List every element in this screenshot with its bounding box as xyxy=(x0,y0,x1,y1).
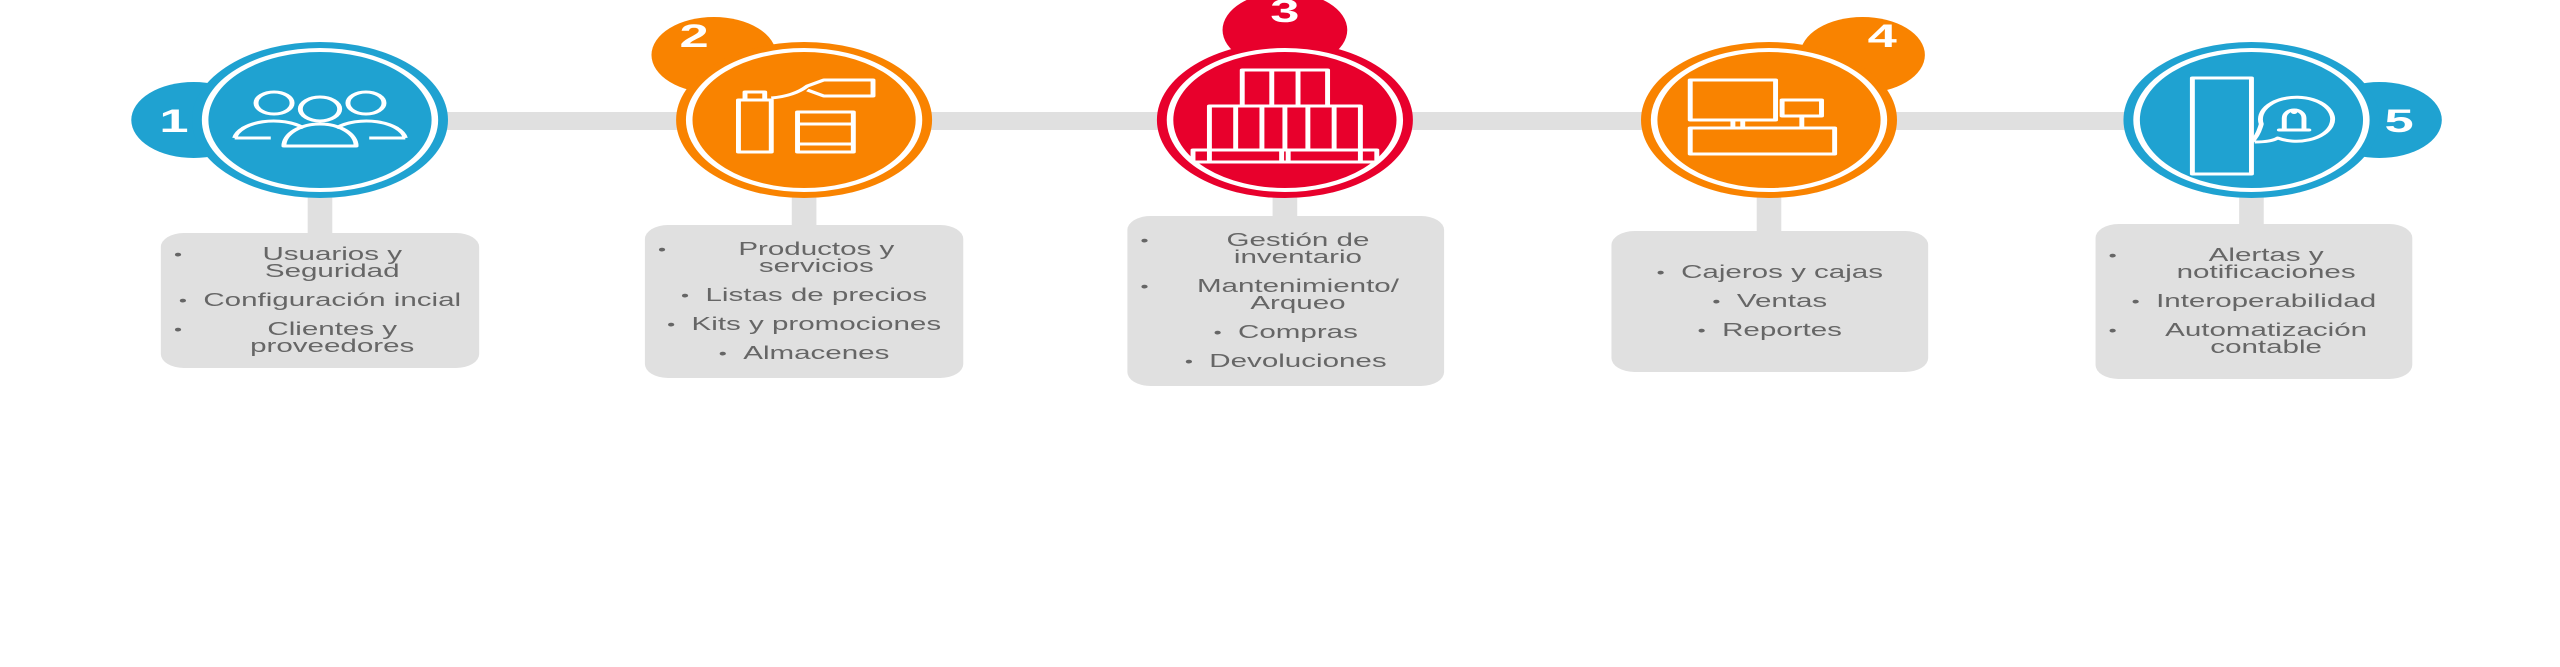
feature-list-item: • Kits y promociones xyxy=(667,314,942,334)
feature-list-item: • Compras xyxy=(1213,322,1358,342)
feature-label: Compras xyxy=(1238,322,1358,342)
bullet-icon: • xyxy=(173,246,182,262)
feature-list-item: • Listas de precios xyxy=(681,285,928,305)
bullet-icon: • xyxy=(718,345,727,361)
feature-list-item: • Reportes xyxy=(1697,320,1842,340)
products-icon xyxy=(735,78,876,154)
step-1: 1 xyxy=(131,42,448,235)
feature-label: Kits y promociones xyxy=(691,314,942,334)
bullet-icon: • xyxy=(658,241,667,257)
feature-list-item: • Usuarios y Seguridad xyxy=(173,244,466,281)
step-4: 4 xyxy=(1641,17,1925,233)
step-5: 5 xyxy=(2123,42,2442,226)
feature-list-item: • Cajeros y cajas xyxy=(1656,262,1883,282)
step-1-feature-box: • Usuarios y Seguridad • Configuración inci… xyxy=(160,233,480,368)
feature-label: Cajeros y cajas xyxy=(1681,262,1883,282)
step-number: 2 xyxy=(680,19,709,54)
step-number: 4 xyxy=(1868,19,1897,54)
feature-list-item: • Automatización contable xyxy=(2108,320,2399,357)
feature-label: Gestión de inventario xyxy=(1226,230,1370,267)
feature-label: Ventas xyxy=(1736,291,1828,311)
feature-list-item: • Almacenes xyxy=(718,343,890,363)
feature-list-item: • Devoluciones xyxy=(1184,351,1387,371)
feature-label: Reportes xyxy=(1722,320,1842,340)
pos-terminal-icon xyxy=(1687,78,1838,156)
feature-list-item: • Configuración incial xyxy=(178,290,462,310)
step-5-feature-box: • Alertas y notificaciones • Interoperabili… xyxy=(2095,224,2413,379)
bullet-icon: • xyxy=(2108,322,2117,338)
feature-list-item: • Gestión de inventario xyxy=(1140,230,1430,267)
feature-list-item: • Productos y servicios xyxy=(658,239,950,276)
feature-label: Listas de precios xyxy=(705,285,928,305)
step-number: 5 xyxy=(2385,104,2414,139)
feature-label: Productos y servicios xyxy=(738,239,895,276)
feature-label: Configuración incial xyxy=(203,290,462,310)
feature-label: Clientes y proveedores xyxy=(250,319,415,356)
step-3: 3 xyxy=(1156,0,1413,218)
step-2-feature-box: • Productos y servicios • Listas de precios… xyxy=(644,225,964,378)
feature-list-item: • Interoperabilidad xyxy=(2131,291,2377,311)
users-icon xyxy=(232,90,408,148)
step-circle xyxy=(676,42,933,198)
bullet-icon: • xyxy=(2108,247,2117,263)
feature-label: Alertas y notificaciones xyxy=(2176,245,2356,282)
bullet-icon: • xyxy=(681,287,690,303)
feature-list-item: • Clientes y proveedores xyxy=(173,319,466,356)
step-2: 2 xyxy=(651,17,933,227)
bullet-icon: • xyxy=(1213,324,1222,340)
feature-label: Almacenes xyxy=(743,343,890,363)
bullet-icon: • xyxy=(2131,293,2140,309)
feature-label: Automatización contable xyxy=(2165,320,2368,357)
feature-list-item: • Alertas y notificaciones xyxy=(2108,245,2399,282)
step-3-feature-box: • Gestión de inventario • Mantenimiento/ Ar… xyxy=(1127,216,1445,386)
feature-label: Usuarios y Seguridad xyxy=(262,244,402,281)
bullet-icon: • xyxy=(178,292,187,308)
feature-list-item: • Ventas xyxy=(1712,291,1828,311)
bullet-icon: • xyxy=(1712,293,1721,309)
bullet-icon: • xyxy=(1140,232,1149,248)
bullet-icon: • xyxy=(1140,278,1149,294)
door-bell-notification-icon xyxy=(2189,76,2336,176)
feature-label: Devoluciones xyxy=(1209,351,1387,371)
bullet-icon: • xyxy=(1184,353,1193,369)
bullet-icon: • xyxy=(1656,264,1665,280)
bullet-icon: • xyxy=(667,316,676,332)
step-number: 3 xyxy=(1270,0,1299,29)
bullet-icon: • xyxy=(173,321,182,337)
step-4-feature-box: •Cajeros y cajas•Ventas•Reportes xyxy=(1611,231,1929,372)
bullet-icon: • xyxy=(1697,322,1706,338)
step-number: 1 xyxy=(159,104,188,139)
feature-label: Interoperabilidad xyxy=(2156,291,2377,311)
pallet-boxes-icon xyxy=(1190,68,1380,164)
feature-list-item: • Mantenimiento/ Arqueo xyxy=(1140,276,1430,313)
feature-label: Mantenimiento/ Arqueo xyxy=(1196,276,1399,313)
